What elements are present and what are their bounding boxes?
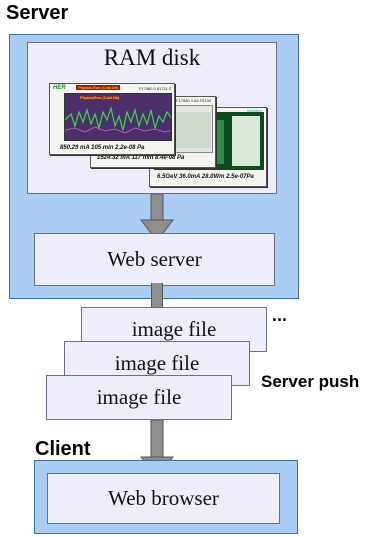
arrow-ramdisk-to-webserver: [140, 194, 174, 242]
thumbnail-id: Injection: [247, 108, 262, 113]
thumbnail-caption: 850.29 mA 105 min 2.2e-08 Pa: [60, 145, 145, 151]
server-push-label: Server push: [261, 372, 360, 391]
thumbnail-badge: HER: [53, 85, 66, 91]
thumbnail-signal: [65, 105, 171, 134]
client-label: Client: [35, 438, 91, 460]
server-label: Server: [6, 2, 69, 24]
thumbnail-plot-title: PhysicsRun (Cold Db): [79, 95, 121, 100]
thumbnail-plot: PhysicsRun (Cold Db): [64, 93, 172, 141]
thumbnail-id: F17580 0 81711 0: [138, 86, 171, 91]
image-file-box-front: image file: [46, 375, 232, 420]
thumbnail-caption: 1524.32 mA 117 min 8.4e-08 Pa: [97, 155, 185, 161]
ram-disk-label: RAM disk: [103, 45, 201, 70]
thumbnail-title-tag: Physics Run (Cold Db): [76, 85, 121, 90]
web-browser-box: Web browser: [47, 473, 280, 524]
thumbnail-1: HER Physics Run (Cold Db) F17580 0 81711…: [49, 83, 175, 155]
ellipsis: ...: [272, 305, 288, 325]
thumbnail-caption: 6.5GeV 36.0mA 28.0Wm 2.5e-07Pa: [157, 174, 254, 180]
web-server-box: Web server: [34, 233, 275, 286]
thumbnail-id: F17580 0 83 F5130: [176, 98, 211, 103]
